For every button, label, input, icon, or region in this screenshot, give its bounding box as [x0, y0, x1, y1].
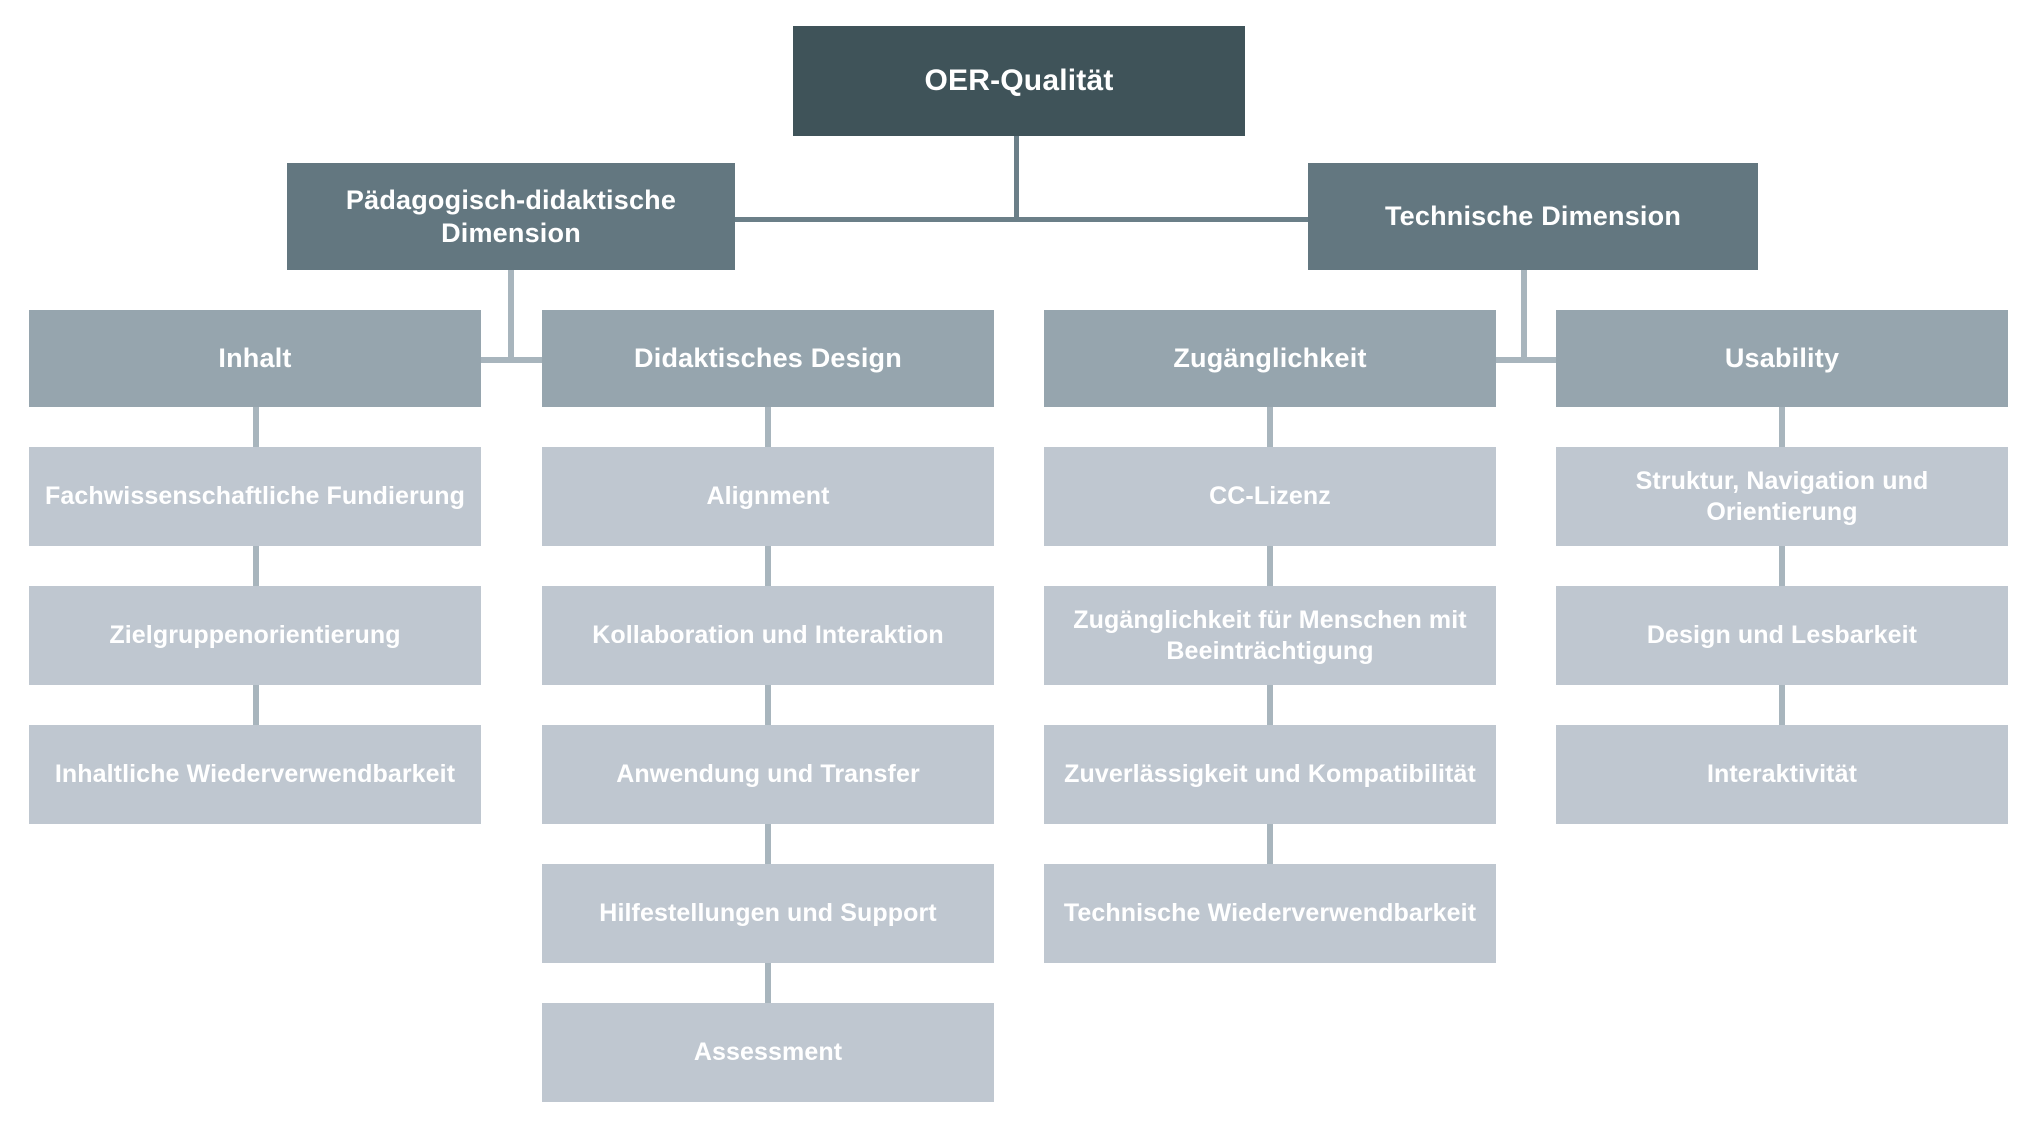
connector-zugaenglichkeit-stem-3 [1267, 685, 1273, 725]
connector-zugaenglichkeit-stem-1 [1267, 407, 1273, 447]
connector-left-category-bar [252, 357, 772, 363]
leaf-alignment[interactable]: Alignment [542, 447, 994, 546]
node-didaktisches-design[interactable]: Didaktisches Design [542, 310, 994, 407]
connector-design-stem-5 [765, 963, 771, 1003]
node-inhalt[interactable]: Inhalt [29, 310, 481, 407]
node-technische-dimension[interactable]: Technische Dimension [1308, 163, 1758, 270]
leaf-assessment[interactable]: Assessment [542, 1003, 994, 1102]
leaf-struktur-navigation-und-orientierung[interactable]: Struktur, Navigation und Orientierung [1556, 447, 2008, 546]
leaf-technische-wiederverwendbarkeit[interactable]: Technische Wiederverwendbarkeit [1044, 864, 1496, 963]
connector-zugaenglichkeit-stem-4 [1267, 824, 1273, 864]
connector-right-dimension-stem [1521, 270, 1527, 362]
connector-inhalt-stem-2 [253, 546, 259, 586]
connector-right-category-bar [1265, 357, 1785, 363]
leaf-interaktivitaet[interactable]: Interaktivität [1556, 725, 2008, 824]
node-usability[interactable]: Usability [1556, 310, 2008, 407]
leaf-design-und-lesbarkeit[interactable]: Design und Lesbarkeit [1556, 586, 2008, 685]
connector-design-stem-3 [765, 685, 771, 725]
leaf-zuverlaessigkeit-und-kompatibilitaet[interactable]: Zuverlässigkeit und Kompatibilität [1044, 725, 1496, 824]
leaf-zugaenglichkeit-fuer-menschen-mit-beeintraechtigung[interactable]: Zugänglichkeit für Menschen mit Beeinträ… [1044, 586, 1496, 685]
connector-inhalt-stem-3 [253, 685, 259, 725]
connector-design-stem-1 [765, 407, 771, 447]
leaf-anwendung-und-transfer[interactable]: Anwendung und Transfer [542, 725, 994, 824]
node-paedagogisch-didaktische-dimension[interactable]: Pädagogisch-didaktische Dimension [287, 163, 735, 270]
leaf-zielgruppenorientierung[interactable]: Zielgruppenorientierung [29, 586, 481, 685]
connector-zugaenglichkeit-stem-2 [1267, 546, 1273, 586]
connector-dimension-bar [735, 217, 1308, 222]
leaf-cc-lizenz[interactable]: CC-Lizenz [1044, 447, 1496, 546]
leaf-fachwissenschaftliche-fundierung[interactable]: Fachwissenschaftliche Fundierung [29, 447, 481, 546]
connector-inhalt-stem-1 [253, 407, 259, 447]
leaf-hilfestellungen-und-support[interactable]: Hilfestellungen und Support [542, 864, 994, 963]
connector-design-stem-2 [765, 546, 771, 586]
leaf-inhaltliche-wiederverwendbarkeit[interactable]: Inhaltliche Wiederverwendbarkeit [29, 725, 481, 824]
connector-usability-stem-2 [1779, 546, 1785, 586]
connector-left-dimension-stem [508, 270, 514, 362]
node-zugaenglichkeit[interactable]: Zugänglichkeit [1044, 310, 1496, 407]
connector-design-stem-4 [765, 824, 771, 864]
connector-usability-stem-1 [1779, 407, 1785, 447]
connector-root-stem [1014, 136, 1019, 221]
connector-usability-stem-3 [1779, 685, 1785, 725]
leaf-kollaboration-und-interaktion[interactable]: Kollaboration und Interaktion [542, 586, 994, 685]
node-oer-qualitaet[interactable]: OER-Qualität [793, 26, 1245, 136]
